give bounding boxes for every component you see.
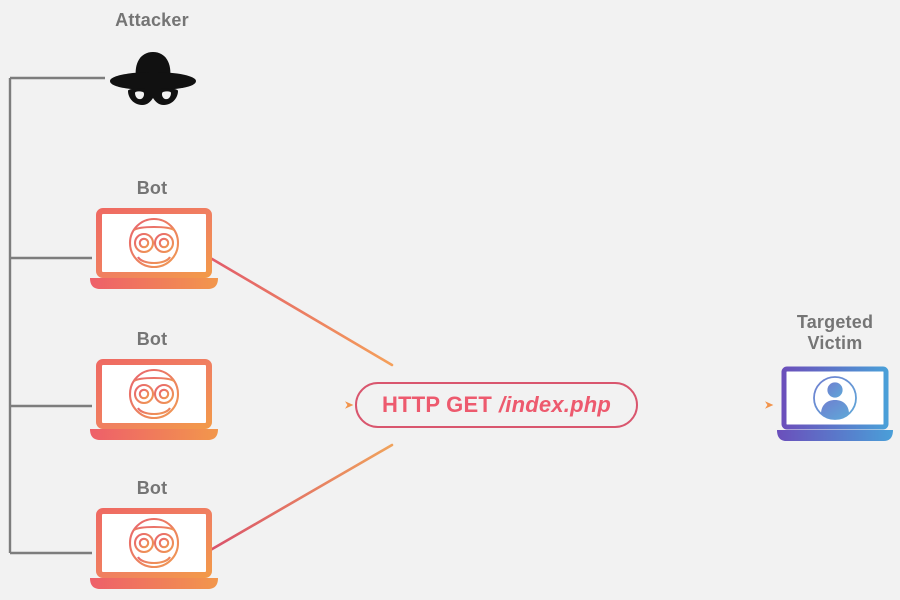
attacker-bot-tree <box>8 76 105 555</box>
bot-laptop-icon <box>90 208 218 289</box>
bot1-label: Bot <box>136 178 168 198</box>
http-method-label: HTTP GET <box>382 392 492 417</box>
http-request-badge: HTTP GET /index.php <box>355 382 638 428</box>
http-path-label: /index.php <box>498 392 611 417</box>
attacker-label: Attacker <box>115 10 189 30</box>
victim-label: Targeted Victim <box>796 312 874 354</box>
bot-laptop-icon <box>90 359 218 440</box>
victim-laptop-icon <box>777 366 893 441</box>
bot3-label: Bot <box>136 478 168 498</box>
bot3-request-line <box>205 443 394 554</box>
spy-hat-mask-icon <box>110 52 196 105</box>
bot2-label: Bot <box>136 329 168 349</box>
bot1-request-line <box>205 254 394 367</box>
bot-laptop-icon <box>90 508 218 589</box>
